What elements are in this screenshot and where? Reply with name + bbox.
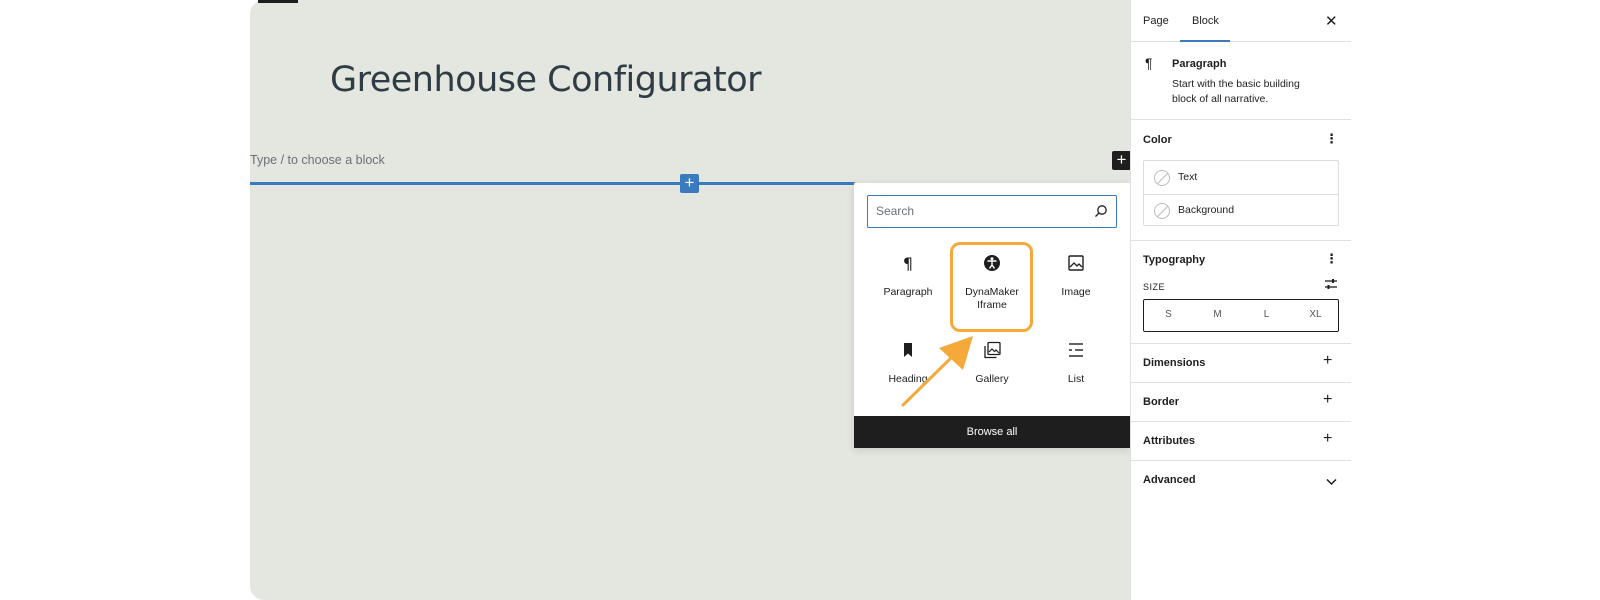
block-option-label: List (1067, 373, 1085, 385)
canvas-corner-mark (258, 0, 298, 3)
block-option-label: Paragraph (883, 286, 933, 298)
block-option-dynamaker-iframe[interactable]: DynaMaker Iframe (950, 238, 1034, 324)
color-background-option[interactable]: Background (1144, 194, 1338, 227)
browse-all-button[interactable]: Browse all (854, 416, 1130, 448)
font-size-toggle-group: S M L XL (1143, 299, 1339, 332)
panel-divider (1131, 343, 1351, 344)
custom-size-icon[interactable] (1324, 278, 1338, 290)
block-option-gallery[interactable]: Gallery (950, 325, 1034, 411)
color-row-divider (1144, 194, 1338, 195)
block-option-label: Gallery (975, 373, 1009, 385)
block-card-description: Start with the basic building block of a… (1172, 78, 1300, 105)
block-card: ¶ Paragraph Start with the basic buildin… (1131, 42, 1351, 120)
chevron-down-icon[interactable] (1326, 478, 1337, 486)
border-panel-heading[interactable]: Border (1143, 396, 1180, 408)
search-icon (1095, 205, 1107, 217)
attributes-panel-heading[interactable]: Attributes (1143, 435, 1195, 447)
search-input[interactable] (876, 196, 1086, 226)
add-block-button[interactable]: + (1112, 151, 1130, 170)
color-panel-heading[interactable]: Color (1143, 134, 1172, 146)
color-settings: Text Background (1143, 160, 1339, 226)
size-option-s[interactable]: S (1165, 309, 1172, 320)
size-label: SIZE (1143, 282, 1166, 292)
accessibility-icon (984, 255, 1000, 271)
editor-canvas[interactable]: Greenhouse Configurator Type / to choose… (250, 0, 1130, 600)
empty-swatch-icon (1154, 170, 1170, 186)
panel-divider (1131, 421, 1351, 422)
tab-page[interactable]: Page (1143, 15, 1169, 27)
color-option-label: Text (1178, 171, 1198, 183)
panel-divider (1131, 460, 1351, 461)
expand-border-button[interactable]: + (1323, 391, 1333, 408)
color-text-option[interactable]: Text (1144, 161, 1338, 194)
size-option-m[interactable]: M (1213, 309, 1222, 320)
block-option-label: Image (1061, 286, 1091, 298)
list-icon (1069, 343, 1083, 357)
tab-block[interactable]: Block (1192, 15, 1219, 27)
block-inserter-popover: ¶ Paragraph DynaMaker Iframe Image Headi (854, 183, 1130, 448)
block-option-label: DynaMaker Iframe (965, 286, 1019, 311)
block-card-title: Paragraph (1172, 58, 1227, 70)
bookmark-icon (904, 343, 912, 357)
paragraph-icon: ¶ (1145, 55, 1153, 71)
block-option-paragraph[interactable]: ¶ Paragraph (866, 238, 950, 324)
block-option-heading[interactable]: Heading (866, 325, 950, 411)
block-option-label: Heading (888, 373, 928, 385)
svg-text:¶: ¶ (903, 254, 913, 273)
color-option-label: Background (1178, 204, 1235, 216)
block-option-list[interactable]: List (1034, 325, 1118, 411)
insertion-point-line (250, 182, 855, 185)
typography-panel-heading[interactable]: Typography (1143, 254, 1206, 266)
size-option-xl[interactable]: XL (1309, 309, 1322, 320)
typography-options-icon[interactable]: ⋮ (1325, 251, 1338, 266)
paragraph-icon: ¶ (903, 254, 913, 273)
panel-divider (1131, 382, 1351, 383)
image-icon (1068, 255, 1084, 271)
gallery-icon (984, 341, 1001, 359)
active-tab-indicator (1180, 40, 1230, 42)
search-field[interactable] (867, 195, 1117, 228)
block-placeholder[interactable]: Type / to choose a block (250, 153, 385, 167)
page-title[interactable]: Greenhouse Configurator (330, 60, 762, 100)
panel-divider (1131, 240, 1351, 241)
dimensions-panel-heading[interactable]: Dimensions (1143, 357, 1206, 369)
expand-attributes-button[interactable]: + (1323, 430, 1333, 447)
color-options-icon[interactable]: ⋮ (1325, 131, 1338, 146)
sidebar-tabs: Page Block ✕ (1131, 0, 1351, 42)
advanced-panel-heading[interactable]: Advanced (1143, 474, 1196, 486)
close-sidebar-button[interactable]: ✕ (1325, 13, 1338, 30)
empty-swatch-icon (1154, 203, 1170, 219)
expand-dimensions-button[interactable]: + (1323, 352, 1333, 369)
settings-sidebar: Page Block ✕ ¶ Paragraph Start with the … (1130, 0, 1351, 600)
insert-block-button[interactable]: + (680, 174, 699, 193)
block-option-image[interactable]: Image (1034, 238, 1118, 324)
size-option-l[interactable]: L (1263, 309, 1270, 320)
